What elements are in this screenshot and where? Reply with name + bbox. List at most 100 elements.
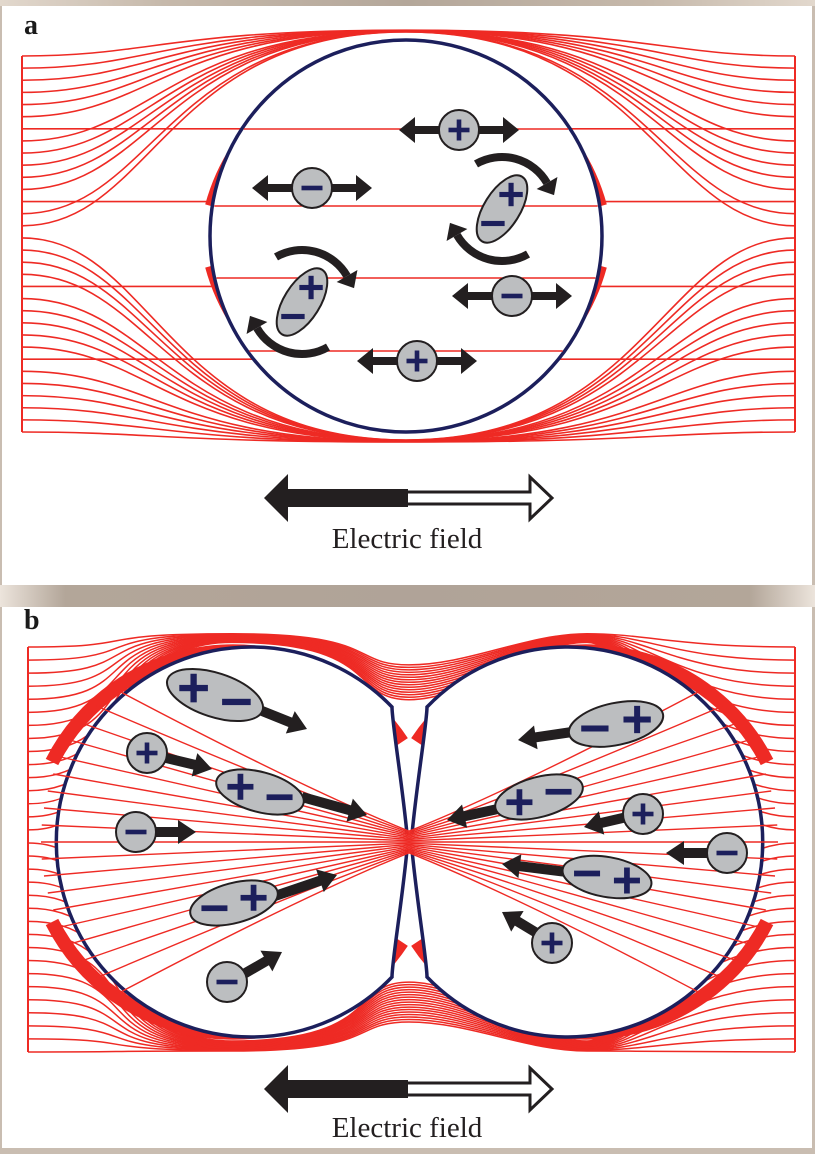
field-line-inside: [408, 848, 750, 945]
field-line: [27, 635, 796, 701]
field-line: [27, 1018, 796, 1052]
drifting-dipole: [215, 768, 367, 822]
dipole: [567, 700, 665, 748]
field-line-inside: [408, 790, 772, 840]
drift-arrow-icon: [160, 752, 212, 777]
panel-a: a Electric field: [2, 6, 812, 585]
dipole-sign-left: [227, 773, 254, 800]
field-line-inside: [114, 688, 410, 832]
field-line: [27, 633, 796, 669]
dipole-sign-left: [581, 725, 609, 732]
drift-arrow-icon: [239, 950, 282, 980]
field-line: [21, 31, 796, 227]
dipole: [189, 879, 279, 927]
particles: [246, 109, 572, 382]
field-line-inside: [41, 842, 410, 860]
field-line: [27, 1012, 796, 1050]
plus-sign-vertical: [308, 275, 314, 300]
drift-arrow-icon: [666, 841, 709, 865]
minus-sign: [216, 979, 238, 985]
minus-sign: [222, 698, 251, 706]
panel-b-diagram: [27, 632, 796, 1114]
drift-arrow-icon: [152, 820, 196, 844]
dipole-sign-right: [545, 788, 572, 795]
field-line-inside: [43, 807, 410, 841]
field-arrow-right-hollow-icon: [408, 1064, 555, 1114]
dipole-sign-right: [240, 884, 267, 911]
panel-b: b Electric field: [2, 605, 812, 1148]
plus-sign-vertical: [549, 932, 555, 954]
plus-sign-vertical: [144, 742, 150, 764]
field-arrow-left-filled-icon: [264, 1065, 408, 1113]
rotation-arrow-icon: [453, 232, 530, 265]
oscillating-negative-charge: [252, 167, 372, 209]
drifting-dipole: [502, 854, 653, 900]
minus-sign: [125, 829, 147, 835]
field-line-inside: [408, 807, 776, 841]
field-line-inside: [47, 790, 410, 840]
minus-sign: [501, 293, 523, 299]
dipole-sign-right: [266, 794, 293, 801]
dipole-sign-right: [299, 275, 323, 300]
field-line: [27, 1016, 796, 1051]
electric-field-arrow: [264, 1064, 555, 1114]
field-line-inside: [60, 847, 410, 928]
minus-sign: [481, 220, 505, 227]
field-line: [27, 634, 796, 674]
panel-a-diagram: [21, 29, 796, 523]
dipole-sign-left: [506, 789, 533, 816]
particles: [115, 667, 748, 1003]
dipole-sign-right: [499, 182, 523, 207]
drift-arrow-icon: [447, 802, 509, 828]
dipole-sign-right: [222, 698, 251, 706]
electric-field-arrow: [264, 473, 555, 523]
rotating-dipole: [446, 153, 558, 265]
field-line-inside: [408, 852, 705, 996]
dipole-sign-left: [179, 673, 208, 703]
field-line-inside: [53, 846, 410, 911]
field-line-inside: [408, 850, 724, 979]
drift-arrow-icon: [518, 725, 573, 750]
rotation-arrowhead-icon: [446, 222, 468, 241]
field-line-inside: [43, 843, 410, 877]
minus-sign: [201, 905, 228, 912]
drifting-positive-charge: [584, 793, 664, 835]
minus-sign: [574, 870, 601, 877]
plus-sign-vertical: [237, 773, 244, 800]
field-line-inside: [47, 844, 410, 894]
drifting-positive-charge: [126, 732, 212, 777]
drift-arrow-icon: [270, 869, 337, 902]
rotation-arrowhead-icon: [246, 315, 268, 334]
dipole: [561, 854, 653, 900]
panel-label-a: a: [24, 10, 38, 41]
drifting-negative-charge: [206, 950, 282, 1003]
minus-sign: [281, 313, 305, 320]
plus-sign-vertical: [624, 867, 630, 894]
field-arrow-left-filled-icon: [264, 474, 408, 522]
field-line-inside: [408, 844, 772, 894]
plus-sign-vertical: [414, 350, 420, 372]
drift-arrow-icon: [300, 792, 367, 822]
field-line-inside: [408, 824, 778, 842]
plus-sign-vertical: [634, 705, 641, 734]
drifting-dipole: [189, 869, 337, 927]
dipole: [165, 667, 265, 723]
dipole-sign-right: [613, 867, 640, 894]
drifting-positive-charge: [502, 911, 573, 964]
dipole: [475, 174, 529, 244]
drifting-dipole: [447, 773, 584, 828]
minus-sign: [301, 185, 323, 191]
plus-sign-vertical: [456, 119, 462, 141]
rotating-dipole: [246, 246, 358, 358]
field-line: [27, 632, 796, 666]
dipole: [215, 768, 305, 816]
panel-divider: [0, 585, 815, 607]
field-line-inside: [41, 824, 410, 842]
dipole-sign-left: [201, 905, 228, 912]
electric-field-caption-b: Electric field: [331, 1112, 483, 1144]
minus-sign: [716, 850, 738, 856]
field-line-inside: [114, 852, 410, 996]
oscillating-negative-charge: [452, 275, 572, 317]
electric-field-caption-a: Electric field: [331, 523, 483, 555]
rotation-arrowhead-icon: [336, 270, 358, 289]
